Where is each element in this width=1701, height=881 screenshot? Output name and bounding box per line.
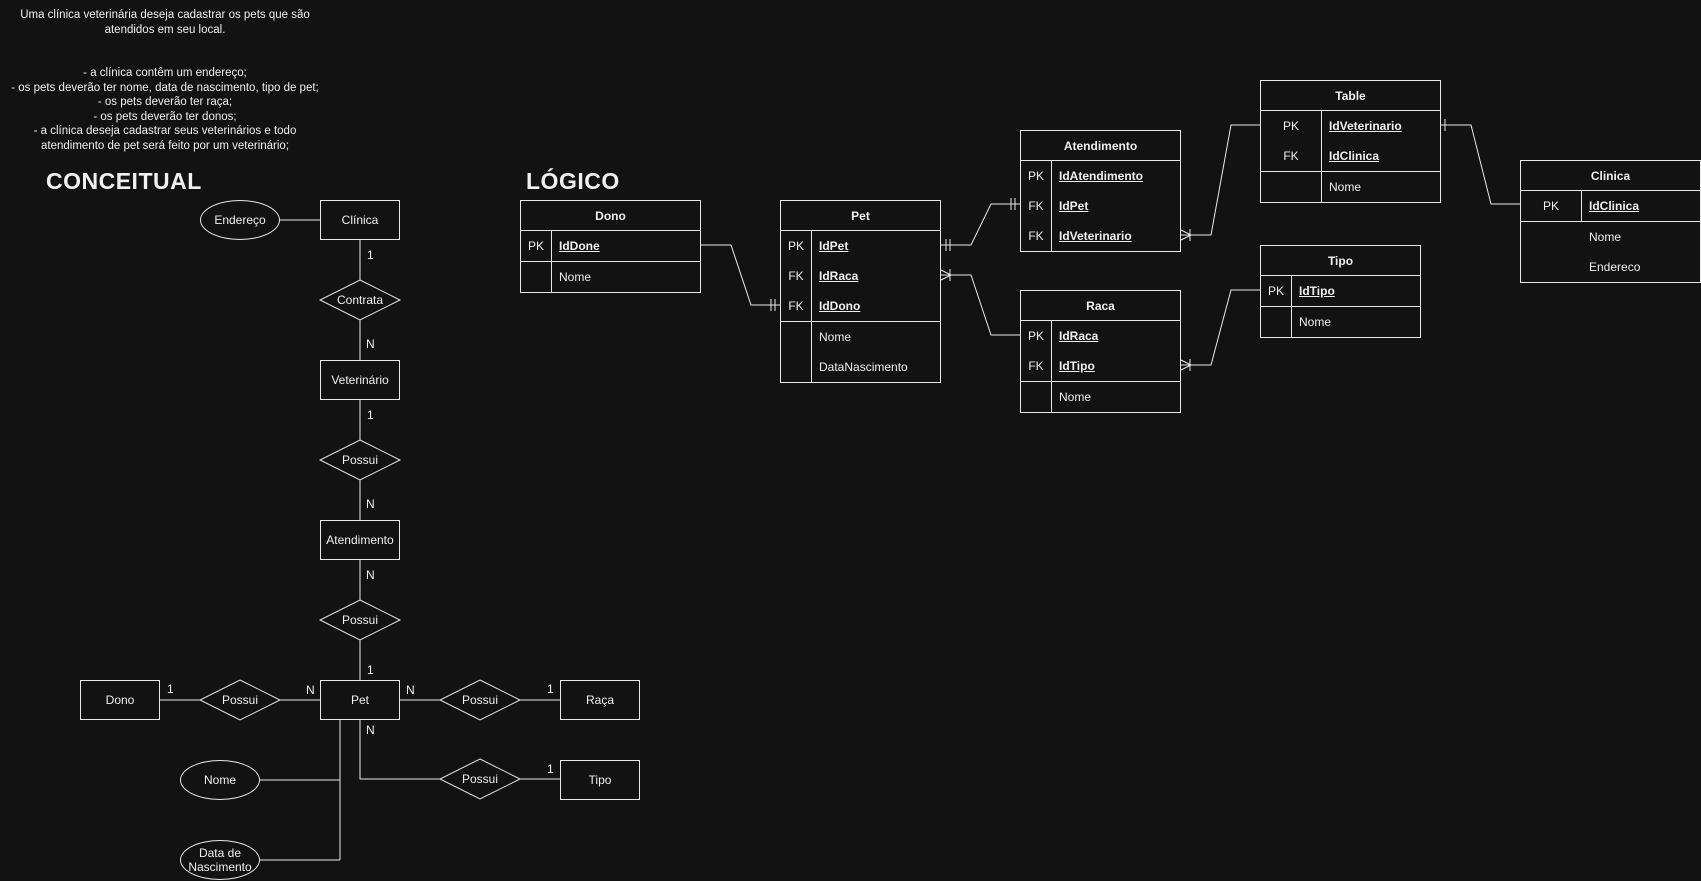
- relationship-possui[interactable]: Possui: [461, 772, 499, 786]
- field-idclinica[interactable]: IdClinica: [1329, 149, 1380, 163]
- attribute-label: Nascimento: [188, 860, 252, 874]
- field-nome[interactable]: Nome: [1589, 230, 1622, 244]
- entity-veterinario[interactable]: Veterinário: [320, 360, 400, 400]
- rule-item: - os pets deverão ter nome, data de nasc…: [11, 81, 319, 94]
- entity-clinica[interactable]: Clínica: [320, 200, 400, 240]
- description-rules: - a clínica contêm um endereço; - os pet…: [0, 66, 330, 153]
- field-idveterinario[interactable]: IdVeterinario: [1329, 119, 1402, 133]
- key-type: PK: [1261, 111, 1322, 141]
- field-idpet[interactable]: IdPet: [819, 239, 849, 253]
- entity-tipo[interactable]: Tipo: [560, 760, 640, 800]
- field-nome[interactable]: Nome: [1059, 390, 1092, 404]
- table-raca[interactable]: Raca PK IdRaca FK IdTipo Nome: [1020, 290, 1181, 413]
- field-idraca[interactable]: IdRaca: [1059, 329, 1099, 343]
- key-type: PK: [1021, 321, 1052, 351]
- rule-item: atendimento de pet será feito por um vet…: [40, 139, 290, 152]
- key-type: PK: [1021, 161, 1052, 191]
- rule-item: - a clínica contêm um endereço;: [83, 67, 247, 79]
- field-nome[interactable]: Nome: [819, 330, 852, 344]
- key-type: PK: [1521, 191, 1582, 221]
- field-nome[interactable]: Nome: [1329, 180, 1362, 194]
- rule-item: - os pets deverão ter raça;: [97, 96, 233, 108]
- entity-pet[interactable]: Pet: [320, 680, 400, 720]
- table-title: Table: [1261, 81, 1440, 111]
- description-title-line1: Uma clínica veterinária deseja cadastrar…: [20, 9, 310, 21]
- field-idpet[interactable]: IdPet: [1059, 199, 1089, 213]
- field-nome[interactable]: Nome: [1299, 315, 1332, 329]
- cardinality: 1: [547, 762, 554, 776]
- relationship-possui[interactable]: Possui: [461, 693, 499, 707]
- cardinality: N: [306, 683, 315, 697]
- cardinality: N: [366, 723, 375, 737]
- relationship-contrata[interactable]: Contrata: [336, 293, 384, 307]
- key-type: PK: [1261, 276, 1292, 306]
- field-iddono[interactable]: IdDono: [819, 299, 861, 313]
- attribute-nome[interactable]: Nome: [180, 760, 260, 800]
- key-type: PK: [521, 231, 552, 261]
- field-idclinica[interactable]: IdClinica: [1589, 199, 1640, 213]
- key-type: FK: [1021, 351, 1052, 381]
- table-clinica[interactable]: Clinica PK IdClinica Nome Endereco: [1520, 160, 1701, 283]
- key-type: FK: [1021, 221, 1052, 251]
- relationship-possui[interactable]: Possui: [341, 453, 379, 467]
- table-title: Tipo: [1261, 246, 1420, 276]
- key-type: FK: [1261, 141, 1322, 171]
- attribute-label: Data de: [198, 846, 241, 860]
- table-title: Pet: [781, 201, 940, 231]
- field-idraca[interactable]: IdRaca: [819, 269, 859, 283]
- table-title: Clinica: [1521, 161, 1700, 191]
- rule-item: - os pets deverão ter donos;: [93, 110, 237, 123]
- cardinality: 1: [547, 682, 554, 696]
- field-idatendimento[interactable]: IdAtendimento: [1059, 169, 1143, 183]
- cardinality: 1: [367, 408, 374, 422]
- cardinality: N: [406, 683, 415, 697]
- key-type: PK: [781, 231, 812, 261]
- conceptual-heading: CONCEITUAL: [46, 168, 202, 194]
- description-title-line2: atendidos em seu local.: [104, 23, 226, 36]
- cardinality: N: [366, 568, 375, 582]
- field-endereco[interactable]: Endereco: [1589, 260, 1641, 274]
- cardinality: N: [366, 337, 375, 351]
- relationship-possui[interactable]: Possui: [341, 613, 379, 627]
- cardinality: 1: [367, 248, 374, 262]
- cardinality: 1: [367, 663, 374, 677]
- table-title: Dono: [521, 201, 700, 231]
- rule-item: - a clínica deseja cadastrar seus veteri…: [33, 125, 297, 137]
- table-dono[interactable]: Dono PK IdDone Nome: [520, 200, 701, 293]
- entity-raca[interactable]: Raça: [560, 680, 640, 720]
- table-title: Atendimento: [1021, 131, 1180, 161]
- field-idtipo[interactable]: IdTipo: [1059, 359, 1095, 373]
- field-nome[interactable]: Nome: [559, 270, 592, 284]
- field-idtipo[interactable]: IdTipo: [1299, 284, 1335, 298]
- table-tipo[interactable]: Tipo PK IdTipo Nome: [1260, 245, 1421, 338]
- field-iddone[interactable]: IdDone: [559, 239, 600, 253]
- key-type: FK: [1021, 191, 1052, 221]
- relationship-possui[interactable]: Possui: [221, 693, 259, 707]
- attribute-data-nascimento[interactable]: Data de Nascimento: [180, 840, 260, 880]
- key-type: FK: [781, 261, 812, 291]
- table-pet[interactable]: Pet PK IdPet FK IdRaca FK IdDono Nome DataN…: [780, 200, 941, 383]
- table-title: Raca: [1021, 291, 1180, 321]
- cardinality: N: [366, 497, 375, 511]
- table-atendimento[interactable]: Atendimento PK IdAtendimento FK IdPet FK Id…: [1020, 130, 1181, 252]
- entity-atendimento[interactable]: Atendimento: [320, 520, 400, 560]
- attribute-endereco[interactable]: Endereço: [200, 200, 280, 240]
- table-veterinario[interactable]: Table PK IdVeterinario FK IdClinica Nome: [1260, 80, 1441, 203]
- description-title: Uma clínica veterinária deseja cadastrar…: [0, 8, 330, 37]
- cardinality: 1: [167, 682, 174, 696]
- field-idveterinario[interactable]: IdVeterinario: [1059, 229, 1132, 243]
- logical-heading: LÓGICO: [526, 168, 620, 194]
- key-type: FK: [781, 291, 812, 321]
- field-datanascimento[interactable]: DataNascimento: [819, 360, 908, 374]
- entity-dono[interactable]: Dono: [80, 680, 160, 720]
